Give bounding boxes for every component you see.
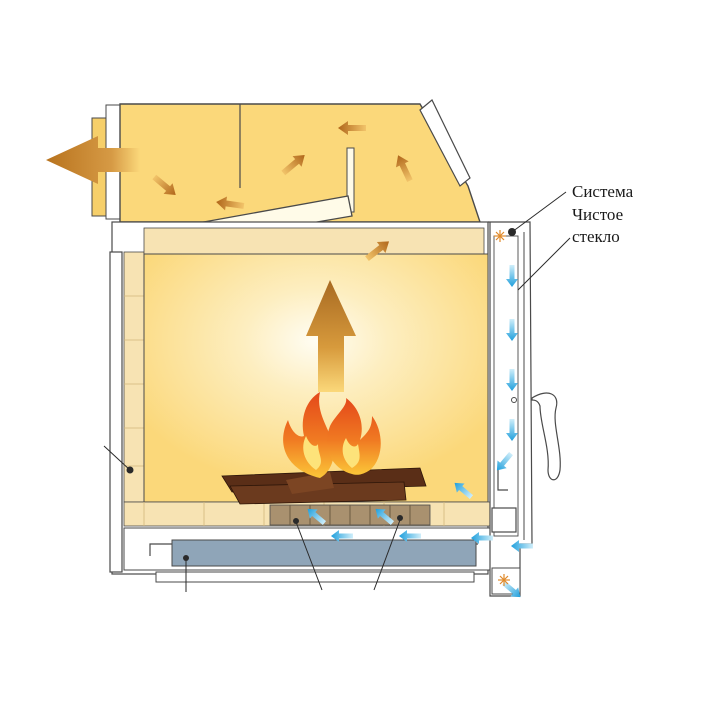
exhaust-arrow	[46, 136, 140, 184]
ash-pan	[171, 539, 477, 567]
left-brick-column	[123, 251, 145, 503]
leader-lines	[103, 191, 571, 592]
top-brick-lining	[143, 227, 485, 255]
flames	[283, 392, 381, 478]
door-latch	[497, 470, 508, 491]
logs	[221, 467, 427, 505]
baffle-right	[346, 147, 355, 213]
spark-icon	[494, 230, 506, 242]
label-glass: стекло	[572, 227, 620, 246]
ash-pan-pin	[183, 555, 189, 561]
door-bottom-block	[491, 507, 517, 533]
spark-icon-lower	[498, 574, 510, 586]
label-clean: Чистое	[572, 205, 624, 224]
door-handle	[531, 392, 561, 481]
top-cap	[419, 99, 471, 187]
left-brick-joints	[124, 295, 144, 467]
door-bolt	[511, 397, 517, 403]
base-plate	[155, 571, 475, 583]
central-rising-arrow	[306, 280, 356, 392]
grate-pin-left	[293, 518, 299, 524]
label-system: Система	[572, 182, 634, 201]
left-wall-outer	[109, 251, 123, 573]
grate-pin-right	[397, 515, 403, 521]
